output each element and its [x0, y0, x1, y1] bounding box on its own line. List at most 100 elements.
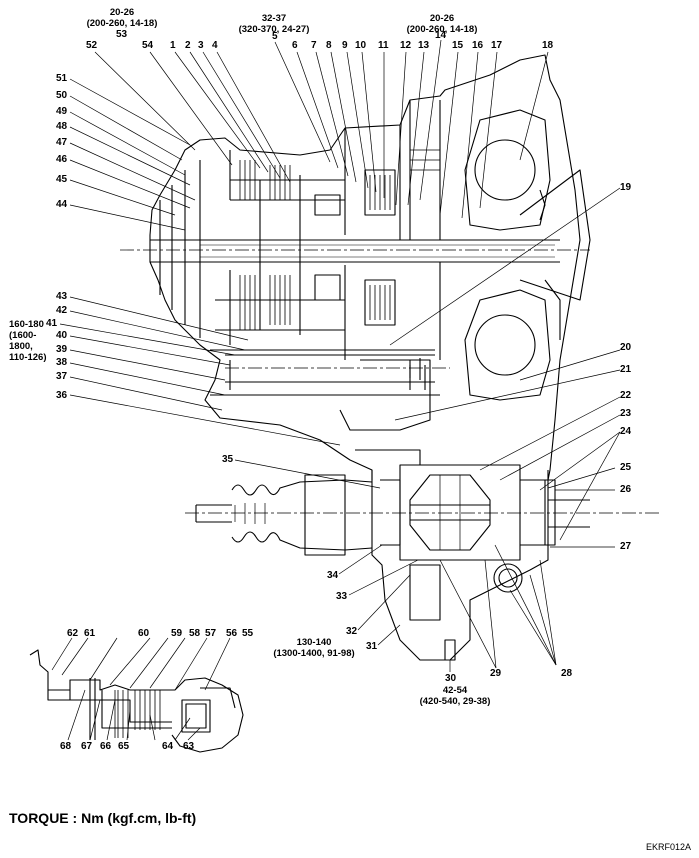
- callout-60: 60: [138, 628, 150, 639]
- callout-31: 31: [366, 641, 378, 652]
- callout-66: 66: [100, 741, 112, 752]
- callout-56: 56: [226, 628, 238, 639]
- callout-15: 15: [452, 40, 464, 51]
- callout-28: 28: [561, 668, 573, 679]
- drive-shaft-cv-joint: [195, 474, 373, 556]
- callout-55: 55: [242, 628, 254, 639]
- callout-68: 68: [60, 741, 72, 752]
- callout-19: 19: [620, 182, 632, 193]
- shaft-centerlines: [120, 249, 660, 514]
- callout-63: 63: [183, 741, 195, 752]
- callout-62: 62: [67, 628, 79, 639]
- torque-spec-top-left: 20-26 (200-260, 14-18): [80, 7, 164, 29]
- callout-6: 6: [292, 40, 298, 51]
- callout-23: 23: [620, 408, 632, 419]
- callout-9: 9: [342, 40, 348, 51]
- callout-45: 45: [56, 174, 68, 185]
- torque-spec-bottom-right: 42-54 (420-540, 29-38): [413, 685, 497, 707]
- torque-units: (200-260, 14-18): [86, 18, 158, 29]
- torque-units: (200-260, 14-18): [406, 24, 478, 35]
- callout-57: 57: [205, 628, 217, 639]
- torque-units-line-3: 110-126): [9, 352, 47, 363]
- torque-spec-top-right: 20-26 (200-260, 14-18): [400, 13, 484, 35]
- callout-49: 49: [56, 106, 68, 117]
- callout-27: 27: [620, 541, 632, 552]
- callout-26: 26: [620, 484, 632, 495]
- callout-35: 35: [222, 454, 234, 465]
- callout-54: 54: [142, 40, 154, 51]
- callout-leader-lines: [51, 39, 621, 741]
- callout-39: 39: [56, 344, 68, 355]
- callout-10: 10: [355, 40, 367, 51]
- callout-5: 5: [272, 31, 278, 42]
- callout-7: 7: [311, 40, 317, 51]
- input-shaft: [150, 239, 560, 263]
- torque-spec-left: 160-180 (1600- 1800, 110-126): [9, 319, 55, 363]
- callout-42: 42: [56, 305, 68, 316]
- callout-38: 38: [56, 357, 68, 368]
- callout-58: 58: [189, 628, 201, 639]
- torque-units-line-2: 1800,: [9, 341, 33, 352]
- callout-44: 44: [56, 199, 68, 210]
- callout-47: 47: [56, 137, 68, 148]
- torque-legend: TORQUE : Nm (kgf.cm, lb-ft): [9, 810, 197, 826]
- callout-59: 59: [171, 628, 183, 639]
- figure-code: EKRF012A: [646, 842, 692, 852]
- callout-1: 1: [170, 40, 176, 51]
- torque-units: (1300-1400, 91-98): [273, 648, 355, 659]
- callout-24: 24: [620, 426, 632, 437]
- callout-22: 22: [620, 390, 632, 401]
- transaxle-housing: [149, 54, 591, 481]
- callout-32: 32: [346, 626, 358, 637]
- callout-48: 48: [56, 121, 68, 132]
- callout-25: 25: [620, 462, 632, 473]
- torque-spec-top-center: 32-37 (320-370, 24-27): [232, 13, 316, 35]
- inset-clutch-detail: [29, 649, 244, 753]
- torque-value: 160-180: [9, 319, 44, 330]
- callout-29: 29: [490, 668, 502, 679]
- torque-units: (420-540, 29-38): [419, 696, 491, 707]
- callout-65: 65: [118, 741, 130, 752]
- clutch-pack-plates: [239, 149, 440, 330]
- output-shaft-right: [545, 479, 590, 546]
- callout-12: 12: [400, 40, 412, 51]
- callout-34: 34: [327, 570, 339, 581]
- callout-4: 4: [212, 40, 218, 51]
- callout-14: 14: [435, 30, 447, 41]
- callout-61: 61: [84, 628, 96, 639]
- callout-41: 41: [46, 318, 58, 329]
- differential-assembly: [371, 464, 549, 661]
- callout-36: 36: [56, 390, 68, 401]
- callout-43: 43: [56, 291, 68, 302]
- torque-value: 20-26: [429, 13, 455, 24]
- torque-value: 32-37: [261, 13, 287, 24]
- callout-52: 52: [86, 40, 98, 51]
- callout-2: 2: [185, 40, 191, 51]
- callout-18: 18: [542, 40, 554, 51]
- callout-51: 51: [56, 73, 68, 84]
- torque-spec-bottom-center: 130-140 (1300-1400, 91-98): [262, 637, 366, 659]
- callout-11: 11: [378, 40, 389, 51]
- callout-3: 3: [198, 40, 204, 51]
- callout-67: 67: [81, 741, 93, 752]
- callout-40: 40: [56, 330, 68, 341]
- torque-value: 130-140: [296, 637, 332, 648]
- torque-value: 20-26: [109, 7, 135, 18]
- callout-46: 46: [56, 154, 68, 165]
- torque-units: (320-370, 24-27): [238, 24, 310, 35]
- transfer-shaft: [225, 354, 435, 383]
- callout-8: 8: [326, 40, 332, 51]
- callout-20: 20: [620, 342, 632, 353]
- callout-30: 30: [445, 673, 457, 684]
- torque-units-line-1: (1600-: [9, 330, 37, 341]
- callout-21: 21: [620, 364, 632, 375]
- callout-33: 33: [336, 591, 348, 602]
- callout-13: 13: [418, 40, 430, 51]
- callout-17: 17: [491, 40, 503, 51]
- callout-64: 64: [162, 741, 174, 752]
- callout-16: 16: [472, 40, 484, 51]
- callout-37: 37: [56, 371, 68, 382]
- torque-value: 42-54: [442, 685, 468, 696]
- callout-53: 53: [116, 29, 128, 40]
